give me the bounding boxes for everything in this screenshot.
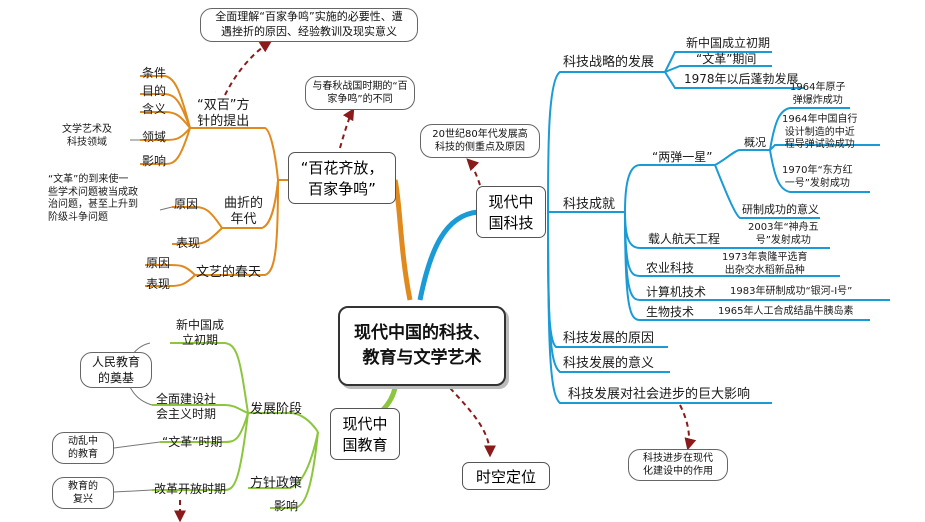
chuntian-biaoxian: 表现 — [146, 277, 171, 291]
center-title-line1: 现代中国的科技、 — [354, 323, 490, 344]
agri-detail: 1973年袁隆平选育出杂交水稻新品种 — [722, 252, 808, 276]
gaikuang: 概况 — [744, 136, 766, 149]
edu-stage-3: “文革”时期 — [162, 435, 223, 449]
note-80s: 20世纪80年代发展高科技的侧重点及原因 — [420, 124, 540, 158]
branch-culture: “百花齐放， 百家争鸣” — [288, 152, 396, 204]
edu-influence: 影响 — [274, 499, 299, 513]
sb-condition: 条件 — [142, 66, 167, 80]
fazhan-jieduan: 发展阶段 — [250, 402, 303, 417]
chuntian-reason: 原因 — [146, 256, 171, 270]
tech-influence: 科技发展对社会进步的巨大影响 — [568, 387, 751, 402]
quzhe-reason: 原因 — [174, 197, 199, 211]
note-spring-autumn: 与春秋战国时期的“百家争鸣”的不同 — [305, 76, 415, 110]
edu-stage-2: 全面建设社会主义时期 — [156, 392, 217, 421]
fuxing-note: 教育的复兴 — [52, 477, 114, 509]
yanzhi-yiyi: 研制成功的意义 — [742, 203, 819, 216]
fangzhen-zhengce: 方针政策 — [250, 476, 303, 491]
dongluan-note: 动乱中的教育 — [52, 432, 114, 464]
lingyu-note: 文学艺术及科技领域 — [62, 124, 112, 148]
branch-edu: 现代中 国教育 — [330, 408, 400, 460]
tech-reason: 科技发展的原因 — [563, 331, 655, 346]
computer-detail: 1983年研制成功“银河-Ⅰ号” — [730, 286, 853, 297]
quzhe-biaoxian: 表现 — [176, 236, 201, 250]
wenyi-chuntian: 文艺的春天 — [196, 265, 262, 280]
tech-meaning: 科技发展的意义 — [563, 356, 655, 371]
agri-tech: 农业科技 — [646, 261, 695, 275]
space-engineering: 载人航天工程 — [648, 232, 721, 246]
branch-tech: 现代中 国科技 — [476, 186, 546, 238]
edu-stage-4: 改革开放时期 — [154, 482, 227, 496]
branch-culture-line — [392, 179, 413, 301]
note-top: 全面理解“百家争鸣”实施的必要性、遭遇挫折的原因、经验教训及现实意义 — [200, 8, 418, 42]
gaikuang-item-2: 1964年中国自行设计制造的中近程导弹试验成功 — [782, 114, 858, 150]
branch-tech-line — [417, 209, 479, 301]
sb-field: 领域 — [142, 130, 167, 144]
strategy-item-1: 新中国成立初期 — [686, 36, 771, 50]
computer-tech: 计算机技术 — [646, 285, 707, 299]
shuangbai-fangzhen: “双百”方针的提出 — [197, 98, 250, 130]
strategy-item-2: “文革”期间 — [696, 52, 757, 66]
strategy-item-3: 1978年以后蓬勃发展 — [684, 72, 799, 86]
tech-achievement: 科技成就 — [563, 197, 616, 212]
gaikuang-item-3: 1970年“东方红一号”发射成功 — [782, 165, 853, 189]
center-topic: 现代中国的科技、 教育与文学艺术 — [338, 306, 506, 386]
bio-tech: 生物技术 — [646, 305, 695, 319]
sb-influence: 影响 — [142, 154, 167, 168]
quzhe-note: “文革”的到来使一些学术问题被当成政治问题，甚至上升到阶级斗争问题 — [48, 174, 138, 223]
quzhe-niandai: 曲折的年代 — [224, 196, 264, 228]
bio-detail: 1965年人工合成结晶牛胰岛素 — [718, 306, 854, 317]
sb-meaning: 含义 — [142, 102, 167, 116]
space-detail: 2003年“神舟五号”发射成功 — [748, 222, 819, 246]
branch-shikong-line — [449, 387, 496, 458]
edu-stage-1: 新中国成立初期 — [176, 318, 225, 347]
sb-purpose: 目的 — [142, 84, 167, 98]
center-title-line2: 教育与文学艺术 — [362, 348, 482, 368]
tech-strategy: 科技战略的发展 — [563, 55, 655, 70]
gaikuang-item-1: 1964年原子弹爆炸成功 — [790, 82, 846, 106]
note-influence: 科技进步在现代化建设中的作用 — [628, 449, 728, 481]
liangdan-yixing: “两弹一星” — [652, 150, 713, 164]
branch-shikong: 时空定位 — [462, 462, 550, 490]
renmin-jiaoyu-note: 人民教育的奠基 — [80, 352, 152, 388]
